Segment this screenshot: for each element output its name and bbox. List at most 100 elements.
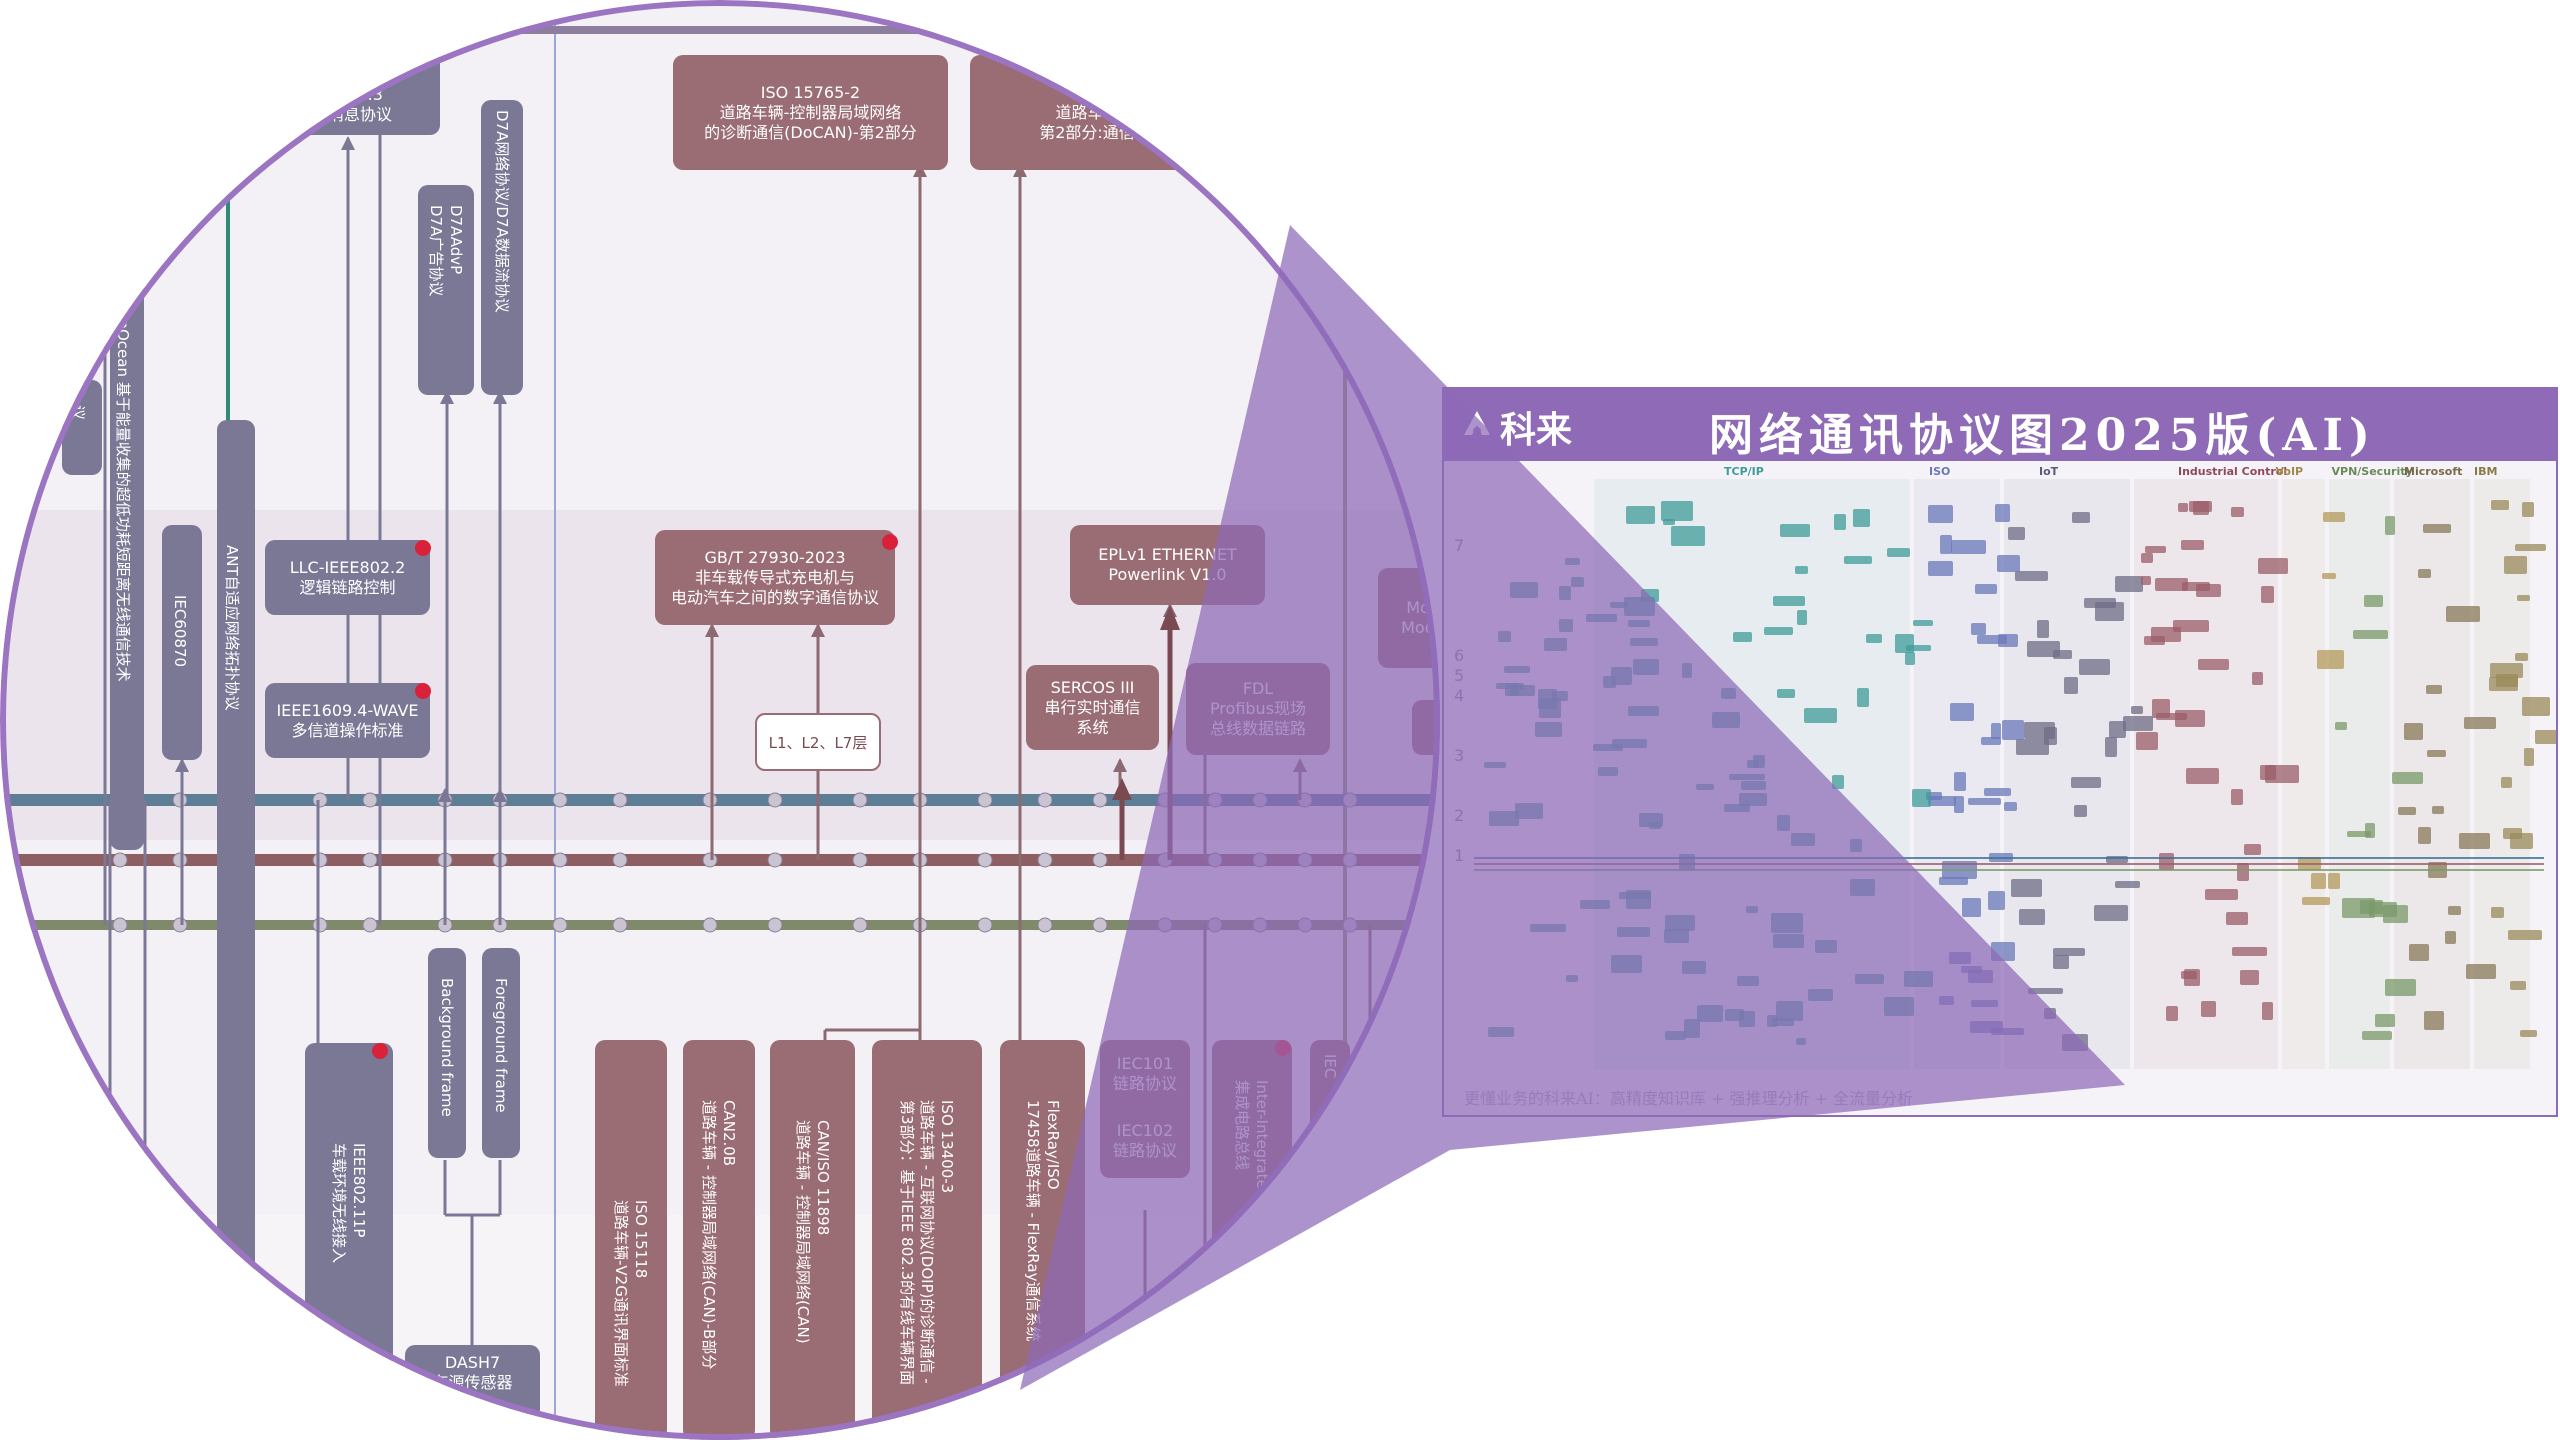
protocol-node xyxy=(2052,954,2070,969)
box-mo-line: Mo xyxy=(1406,598,1430,617)
protocol-node xyxy=(2489,676,2518,691)
protocol-node xyxy=(1504,666,1531,674)
protocol-node xyxy=(1803,707,1838,724)
bus-line xyxy=(1474,869,2544,871)
protocol-node xyxy=(2517,594,2531,602)
protocol-node xyxy=(2425,685,2443,695)
protocol-node xyxy=(1665,914,1695,931)
protocol-node xyxy=(2024,722,2056,739)
box-gbt27930-line: 电动汽车之间的数字通信协议 xyxy=(670,587,879,607)
box-iec101-line: IEC101 xyxy=(1116,1054,1174,1073)
protocol-node xyxy=(2510,832,2533,849)
protocol-node xyxy=(2136,732,2159,751)
box-foreground-frame[interactable]: Foreground frame xyxy=(482,948,520,1158)
box-ant-line: ANT自适应网络拓扑协议 xyxy=(223,545,241,711)
box-d7a-network[interactable]: D7A网络协议/D7A数据流协议 xyxy=(481,100,523,395)
protocol-node xyxy=(2231,946,2267,957)
protocol-node xyxy=(2362,1030,2393,1040)
protocol-node xyxy=(1625,505,1656,525)
protocol-node xyxy=(1794,565,1808,575)
protocol-node xyxy=(2369,902,2398,917)
protocol-node xyxy=(2237,862,2249,882)
protocol-node xyxy=(2095,602,2124,622)
protocol-node xyxy=(1648,822,1662,829)
layer-number: 6 xyxy=(1454,646,1465,665)
box-d7a-network-line: D7A网络协议/D7A数据流协议 xyxy=(493,110,511,313)
protocol-node xyxy=(1670,526,1706,546)
layer-number: 5 xyxy=(1454,666,1465,685)
protocol-node xyxy=(1995,504,2010,522)
protocol-node xyxy=(2447,905,2462,916)
protocol-node xyxy=(2446,605,2481,623)
box-enocean[interactable]: EnOcean 基于能量收集的超低功耗短距离无线通信技术 xyxy=(110,250,144,850)
protocol-node xyxy=(2385,979,2417,996)
protocol-node xyxy=(1988,890,2006,911)
protocol-node xyxy=(2408,943,2429,961)
protocol-node xyxy=(2519,1030,2537,1037)
protocol-node xyxy=(2028,987,2064,994)
protocol-node xyxy=(1593,743,1624,751)
box-l-layers[interactable]: L1、L2、L7层 xyxy=(755,713,881,771)
protocol-node xyxy=(2225,911,2248,926)
protocol-node xyxy=(2523,748,2535,767)
protocol-node xyxy=(1831,774,1844,790)
protocol-node xyxy=(1849,839,1863,852)
box-left-small[interactable]: 议 xyxy=(62,380,102,475)
protocol-node xyxy=(2014,571,2048,581)
protocol-node xyxy=(2230,788,2244,806)
box-iec60870[interactable]: IEC60870 xyxy=(162,525,202,760)
protocol-node xyxy=(2521,501,2535,517)
protocol-node xyxy=(1962,897,1982,917)
protocol-node xyxy=(2417,827,2432,844)
protocol-node xyxy=(1834,513,1846,531)
protocol-node xyxy=(2459,833,2490,850)
protocol-node xyxy=(2364,823,2376,838)
box-left-small-line: 议 xyxy=(69,405,87,421)
protocol-node xyxy=(1741,780,1767,790)
protocol-node xyxy=(1664,1031,1687,1041)
box-can20b-line: 道路车辆 - 控制器局域网络(CAN)-B部分 xyxy=(700,1100,718,1370)
box-609-3-line: 609.3 xyxy=(337,85,383,104)
protocol-node xyxy=(1736,976,1760,986)
box-foreground-frame-line: Foreground frame xyxy=(492,978,510,1113)
box-iso13400-line: 第3部分：基于IEEE 802.3的有线车辆界面 xyxy=(898,1100,916,1386)
box-ant[interactable]: ANT自适应网络拓扑协议 xyxy=(217,420,255,1440)
box-ie[interactable]: IE xyxy=(1412,700,1440,755)
box-gbt27930-line: 非车载传导式充电机与 xyxy=(694,567,855,587)
protocol-node xyxy=(1509,582,1539,599)
red-marker-dot xyxy=(1275,1040,1291,1056)
protocol-node xyxy=(1712,711,1740,728)
protocol-node xyxy=(1580,900,1610,910)
box-flexray-line: 17458道路车辆 - FlexRay通信系统 xyxy=(1023,1100,1042,1342)
protocol-node xyxy=(1773,933,1805,948)
protocol-node xyxy=(2264,764,2300,783)
protocol-node xyxy=(2510,981,2527,990)
box-background-frame[interactable]: Background frame xyxy=(428,948,466,1158)
protocol-node xyxy=(1938,877,1969,885)
protocol-node xyxy=(2002,720,2025,740)
box-iec-right[interactable]: IEC xyxy=(1310,1040,1350,1140)
protocol-node xyxy=(2115,881,2141,889)
